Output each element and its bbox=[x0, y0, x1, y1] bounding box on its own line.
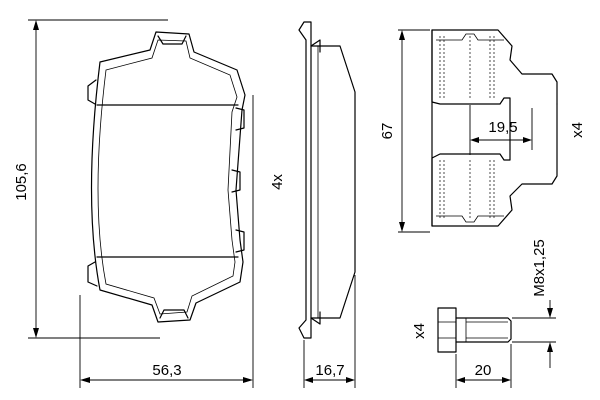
side-clip-bottom bbox=[310, 311, 321, 325]
bolt-quantity-label: x4 bbox=[411, 323, 428, 339]
arrow-left bbox=[304, 377, 313, 383]
pad-height-dimension: 105,6 bbox=[13, 19, 168, 339]
pad-ear-bottom-detail bbox=[159, 309, 189, 319]
pad-width-label: 56,3 bbox=[152, 362, 181, 379]
pad-quantity-label: 4x bbox=[269, 174, 286, 190]
arrow-right bbox=[243, 377, 253, 383]
arrow-right bbox=[523, 137, 532, 143]
clip-span-dimension: 19,5 bbox=[469, 105, 533, 155]
clip-bend-bottom bbox=[436, 215, 504, 223]
arrow-up bbox=[547, 342, 553, 352]
bolt-head bbox=[437, 307, 457, 353]
clip-quantity-label: x4 bbox=[569, 122, 586, 138]
pad-thickness-dimension: 16,7 bbox=[303, 275, 356, 388]
pad-tab-left-upper bbox=[87, 79, 97, 105]
arrow-down bbox=[33, 328, 39, 338]
friction-block bbox=[317, 45, 356, 319]
clip-lower-jaw bbox=[431, 103, 558, 227]
pad-ear-top-detail bbox=[157, 35, 187, 45]
spring-clip: x4 bbox=[431, 29, 586, 227]
arrow-right bbox=[502, 377, 511, 383]
pad-tab-left-lower bbox=[87, 261, 98, 287]
clip-height-dimension: 67 bbox=[379, 29, 430, 233]
backing-plate bbox=[298, 21, 312, 339]
arrow-right bbox=[346, 377, 355, 383]
arrow-down bbox=[399, 222, 405, 232]
arrow-left bbox=[456, 377, 465, 383]
pad-inner-outline bbox=[97, 39, 238, 315]
bolt-length-label: 20 bbox=[475, 362, 492, 379]
pad-outline bbox=[90, 31, 246, 323]
pad-tab-right-upper bbox=[235, 107, 245, 131]
clip-span-label: 19,5 bbox=[488, 119, 517, 136]
clip-bend-top bbox=[436, 33, 504, 41]
bolt-thread-label: M8x1,25 bbox=[531, 239, 548, 297]
clip-height-label: 67 bbox=[379, 123, 396, 140]
arrow-left bbox=[80, 377, 90, 383]
pad-tab-right-lower bbox=[235, 229, 245, 253]
arrow-left bbox=[470, 137, 479, 143]
side-clip-top bbox=[310, 39, 321, 53]
pad-width-dimension: 56,3 bbox=[79, 95, 254, 388]
pad-tab-right-middle bbox=[231, 169, 241, 193]
pad-side-view: 4x bbox=[269, 21, 356, 339]
bolt: x4 bbox=[411, 307, 512, 353]
pad-thickness-label: 16,7 bbox=[315, 362, 344, 379]
arrow-up bbox=[399, 30, 405, 40]
bolt-thread-dimension: M8x1,25 bbox=[512, 239, 556, 368]
bolt-length-dimension: 20 bbox=[455, 344, 512, 388]
arrow-up bbox=[33, 20, 39, 30]
pad-height-label: 105,6 bbox=[13, 163, 30, 201]
pad-front-view bbox=[87, 31, 246, 323]
bolt-shank bbox=[455, 317, 512, 343]
arrow-down bbox=[547, 308, 553, 318]
